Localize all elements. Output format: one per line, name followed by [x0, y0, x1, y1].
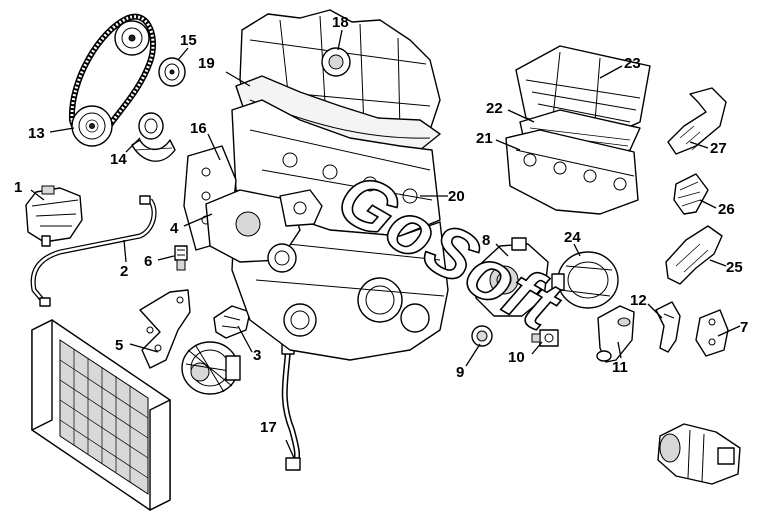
water-outlet — [596, 305, 635, 363]
idler-pulley-15 — [158, 57, 186, 87]
timing-belt-assembly — [68, 13, 156, 147]
bracket-12 — [655, 301, 681, 353]
callout-17: 17 — [260, 419, 277, 436]
callout-16: 16 — [190, 120, 207, 137]
hose-25 — [665, 225, 723, 285]
bracket-7 — [695, 309, 729, 357]
callout-23: 23 — [624, 55, 641, 72]
dipstick-tube — [281, 343, 301, 471]
sensor-10 — [531, 329, 559, 347]
callout-10: 10 — [508, 349, 525, 366]
sensor-9 — [471, 325, 493, 347]
callout-25: 25 — [726, 259, 743, 276]
callout-6: 6 — [144, 253, 152, 270]
leader-lines — [30, 29, 741, 459]
callout-14: 14 — [110, 151, 127, 168]
alternator-bracket — [139, 289, 191, 369]
callout-1: 1 — [14, 179, 22, 196]
callout-5: 5 — [115, 337, 123, 354]
callout-4: 4 — [170, 220, 179, 237]
callout-9: 9 — [456, 364, 464, 381]
callout-13: 13 — [28, 125, 45, 142]
tensioner-14 — [131, 112, 176, 162]
vacuum-pump — [551, 251, 619, 309]
callout-12: 12 — [630, 292, 647, 309]
expansion-tank — [25, 185, 83, 247]
callout-labels: 1 2 3 4 5 6 7 8 9 10 11 12 13 14 15 16 1… — [14, 14, 748, 436]
callout-11: 11 — [612, 359, 628, 376]
coolant-hose — [30, 195, 157, 307]
small-bracket — [213, 305, 251, 339]
callout-21: 21 — [476, 130, 493, 147]
radiator — [31, 319, 171, 511]
callout-8: 8 — [482, 232, 490, 249]
callout-2: 2 — [120, 263, 128, 280]
thermostat-housing — [473, 237, 549, 317]
callout-15: 15 — [180, 32, 197, 49]
callout-26: 26 — [718, 201, 735, 218]
hose-27 — [667, 87, 727, 155]
intake-manifold — [505, 129, 639, 215]
callout-3: 3 — [253, 347, 261, 364]
callout-24: 24 — [564, 229, 581, 246]
engine-block — [183, 9, 449, 361]
callout-22: 22 — [486, 100, 503, 117]
alternator — [181, 341, 241, 395]
temperature-sensor — [174, 245, 188, 271]
callout-20: 20 — [448, 188, 465, 205]
callout-27: 27 — [710, 140, 727, 157]
hose-26 — [673, 173, 709, 215]
callout-7: 7 — [740, 319, 748, 336]
starter-motor — [657, 423, 741, 485]
callout-18: 18 — [332, 14, 349, 31]
callout-19: 19 — [198, 55, 215, 72]
